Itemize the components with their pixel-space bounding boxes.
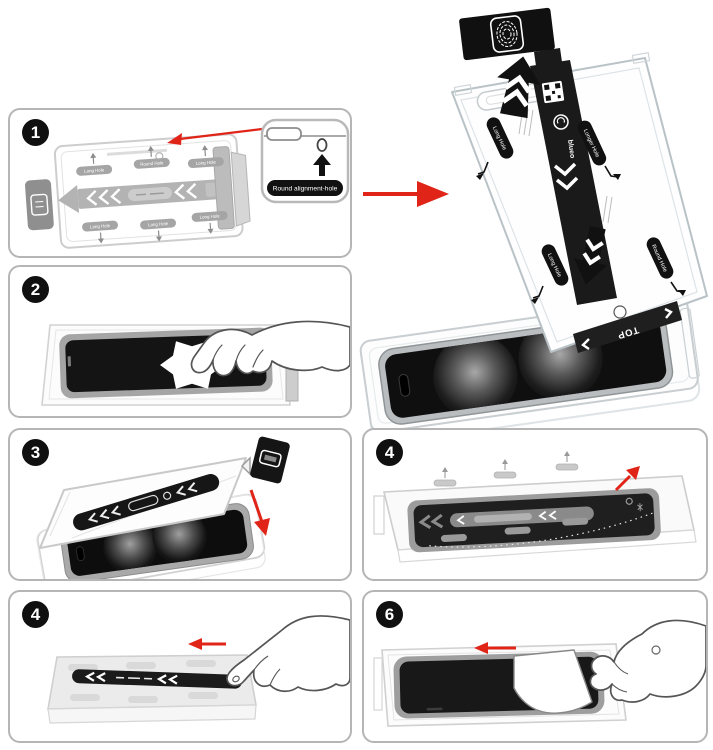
step-5-badge: 4 [376, 439, 403, 466]
step-6-panel: 6 [362, 590, 708, 743]
tray-strip [58, 178, 229, 213]
tray-with-phone [373, 643, 627, 727]
triangle-marker-icon [241, 456, 251, 476]
red-arrow-up-right-icon [614, 466, 640, 492]
red-arrow-right-icon [363, 181, 449, 207]
tray-watermark-pills [68, 660, 218, 703]
tray-left-tab [25, 179, 54, 231]
step-1-illustration: Long Hole Round Hole Long Hole Long Hole… [25, 118, 350, 249]
lid-slot-strip [73, 473, 220, 531]
step-3-badge: 3 [22, 439, 49, 466]
svg-text:Round Hole: Round Hole [140, 160, 164, 167]
step-5-illustration [373, 451, 697, 563]
svg-text:Long Hole: Long Hole [90, 223, 111, 229]
pull-up-arrow-icon [497, 56, 541, 119]
main-applicator-diagram: blueo Long Hole [359, 7, 708, 430]
tray-top-view: Long Hole Round Hole Long Hole Long Hole… [25, 133, 251, 249]
svg-text:Long Hole: Long Hole [148, 221, 169, 227]
tray-left-tab [373, 495, 385, 535]
red-arrow-down-icon [249, 489, 270, 536]
step-3-illustration [36, 436, 290, 579]
slide-strip [72, 669, 242, 689]
lid-lowering [39, 457, 247, 549]
knuckle-dimple [651, 645, 661, 655]
svg-text:Long Hole: Long Hole [196, 159, 217, 165]
black-tab-sticker [250, 436, 290, 484]
step-3-panel: 3 [8, 428, 352, 581]
qr-code-icon [541, 80, 565, 104]
gripping-hand [589, 619, 706, 703]
glass-hole-pills [440, 517, 589, 542]
step-4-badge: 4 [22, 601, 49, 628]
step-1-panel: 1 [8, 108, 352, 258]
step-2-panel: 2 [8, 265, 352, 418]
brand-text: blueo [566, 139, 576, 158]
strip-pull-down-arrow-icon [573, 225, 608, 285]
step-2-badge: 2 [22, 276, 49, 303]
alignment-hole-callout: Round alignment-hole [260, 118, 350, 204]
fingerprint-sticker [459, 7, 555, 61]
fingerprint-icon [496, 21, 518, 47]
applicator-lid: blueo Long Hole [451, 48, 708, 353]
up-arrow-icon [313, 154, 331, 176]
wiping-hand [190, 320, 350, 377]
step-4-illustration [47, 615, 350, 724]
floating-pills [433, 451, 579, 487]
tray-right-bar [212, 146, 235, 230]
step-4-panel: 4 [8, 590, 352, 743]
round-hole-zoom [316, 138, 328, 152]
red-arrow-left-icon [474, 642, 516, 654]
step-6-illustration [373, 619, 706, 727]
top-band: TOP [573, 301, 682, 353]
pressing-hand [226, 615, 350, 693]
step-1-badge: 1 [22, 119, 49, 146]
flat-tray [47, 654, 257, 724]
svg-text:Long Hole: Long Hole [199, 213, 220, 219]
red-arrow-left-icon [188, 638, 226, 650]
fingernail [232, 675, 240, 683]
squeegee-card [513, 649, 593, 714]
dynamic-island [398, 373, 411, 397]
hole-pills: Long Hole Round Hole Long Hole Long Hole… [76, 145, 228, 244]
brand-logo-icon [553, 114, 569, 130]
step-6-badge: 6 [376, 601, 403, 628]
callout-label: Round alignment-hole [273, 186, 338, 193]
tray-side-tab [679, 307, 700, 379]
step-2-illustration [41, 320, 350, 406]
svg-text:Long Hole: Long Hole [84, 167, 105, 173]
red-pointer-arrow-icon [167, 127, 263, 145]
step-5-panel: 4 [362, 428, 708, 581]
glass-assembly [407, 488, 661, 553]
